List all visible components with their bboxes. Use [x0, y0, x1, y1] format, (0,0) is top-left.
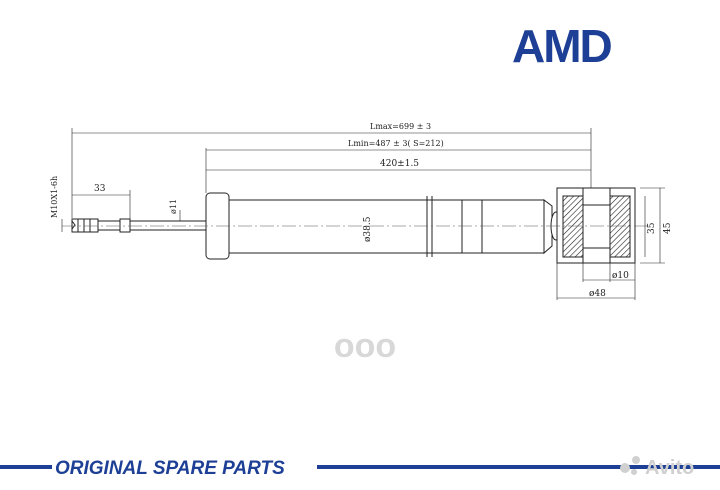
footer-banner: ORIGINAL SPARE PARTS	[0, 454, 720, 479]
piston-rod	[71, 218, 207, 233]
dim-bushing-outer-diameter: ø48	[589, 289, 606, 299]
avito-text: Avito	[645, 457, 694, 479]
footer-stripe	[0, 465, 720, 469]
dim-bushing-inner: 35	[647, 222, 657, 234]
dim-bushing-bore: ø10	[612, 271, 629, 281]
amd-logo: AMD	[512, 20, 614, 72]
logo-text: AMD	[512, 20, 612, 72]
cylinder-body	[205, 192, 562, 260]
dim-thread-length: 33	[94, 184, 106, 194]
dim-bushing-outer: 45	[663, 222, 673, 234]
dim-lmin: Lmin=487 ± 3( S=212)	[348, 139, 444, 148]
dimension-lines	[61, 128, 665, 300]
dim-thread: M10X1-6h	[50, 176, 59, 218]
dim-lmax: Lmax=699 ± 3	[370, 122, 431, 131]
dim-body-diameter: ø38.5	[363, 216, 373, 242]
bushing-eye	[556, 187, 636, 264]
dim-rod-diameter: ø11	[169, 199, 178, 214]
watermark-center: ооо	[334, 327, 396, 365]
dim-body-length: 420±1.5	[380, 159, 419, 169]
footer-slogan: ORIGINAL SPARE PARTS	[55, 458, 285, 479]
avito-watermark: Avito	[620, 456, 694, 479]
